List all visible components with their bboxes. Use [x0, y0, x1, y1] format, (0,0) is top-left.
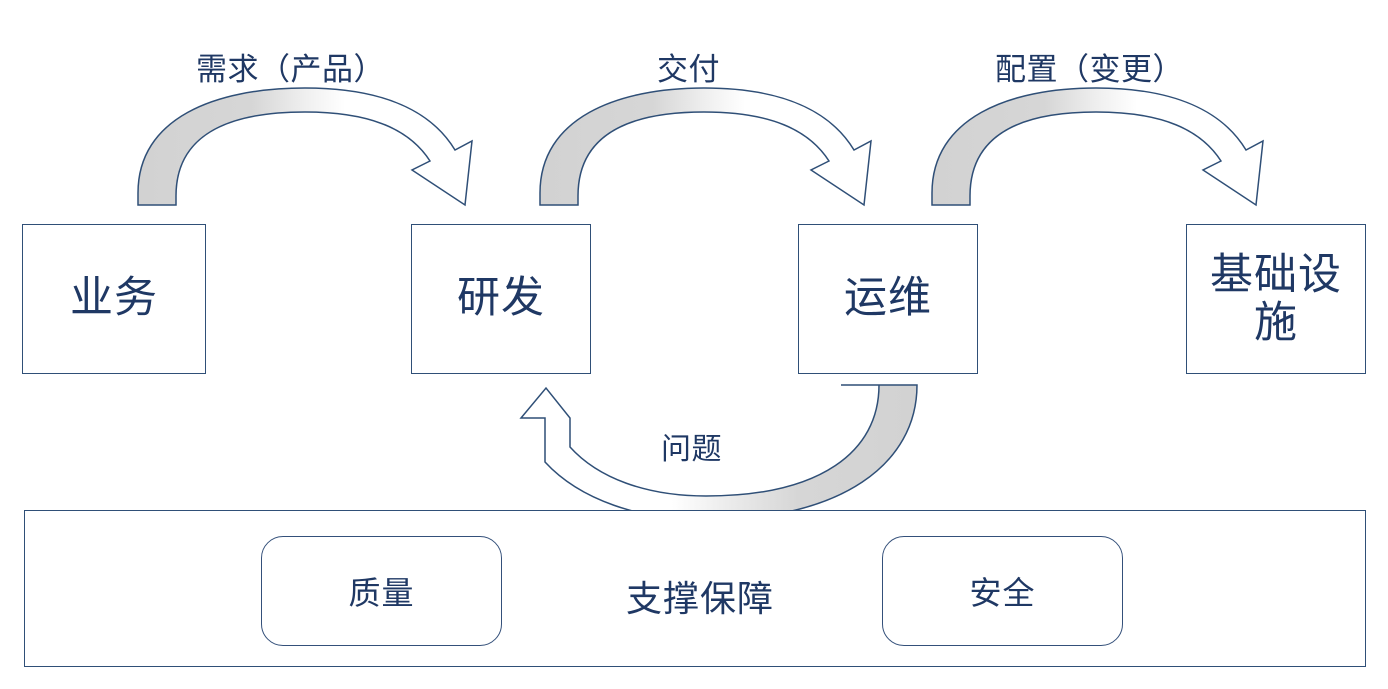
support-pill-security[interactable]: 安全 — [882, 536, 1123, 646]
support-bar-title: 支撑保障 — [625, 578, 774, 619]
arrow-dev-to-ops — [539, 87, 872, 207]
flow-label-config: 配置（变更） — [995, 52, 1184, 87]
stage-box-infra[interactable]: 基础设 施 — [1186, 224, 1366, 374]
flow-label-issue: 问题 — [661, 433, 722, 466]
stage-label-business: 业务 — [70, 274, 158, 323]
support-pill-label-security: 安全 — [969, 575, 1036, 611]
stage-box-ops[interactable]: 运维 — [798, 224, 978, 374]
stage-label-infra: 基础设 施 — [1210, 250, 1342, 347]
arrow-business-to-dev — [137, 87, 473, 207]
stage-box-dev[interactable]: 研发 — [411, 224, 591, 374]
flow-label-demand: 需求（产品） — [196, 52, 385, 87]
support-pill-quality[interactable]: 质量 — [261, 536, 502, 646]
flow-label-deliver: 交付 — [657, 52, 720, 87]
stage-label-ops: 运维 — [844, 274, 932, 323]
support-pill-label-quality: 质量 — [348, 575, 415, 611]
stage-label-dev: 研发 — [457, 274, 545, 323]
support-bar — [24, 510, 1366, 667]
stage-box-business[interactable]: 业务 — [22, 224, 206, 374]
arrow-ops-to-infra — [931, 87, 1264, 207]
